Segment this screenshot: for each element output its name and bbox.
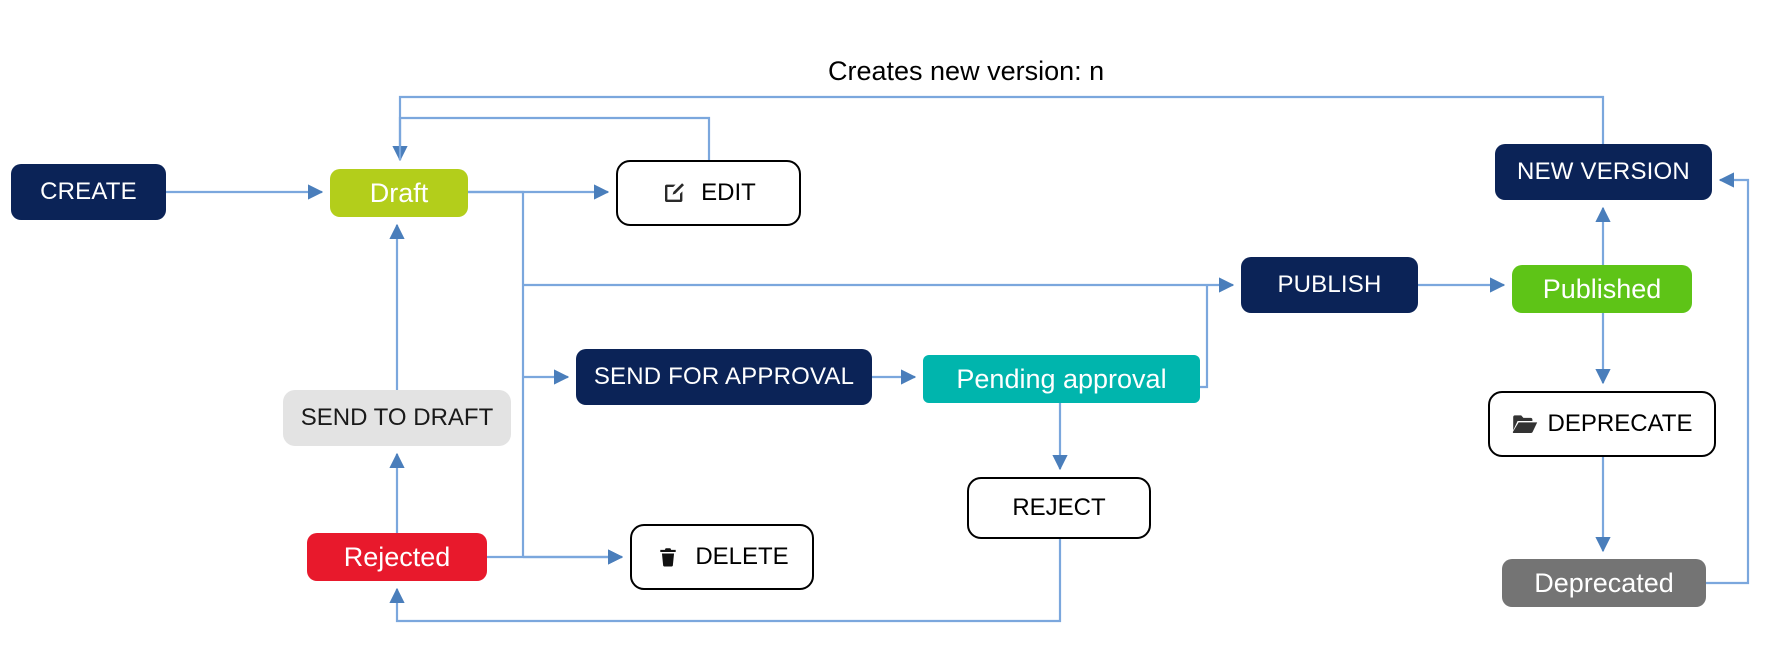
node-publish-label: PUBLISH — [1277, 271, 1382, 298]
node-rejected-label: Rejected — [343, 541, 451, 572]
node-deprecate[interactable]: DEPRECATE — [1488, 391, 1716, 457]
node-create-label: CREATE — [40, 178, 137, 205]
node-pending-approval-label: Pending approval — [956, 363, 1167, 394]
node-reject-label: REJECT — [1012, 494, 1106, 521]
edit-pencil-icon — [661, 180, 687, 206]
node-reject[interactable]: REJECT — [967, 477, 1151, 539]
node-new-version-label: NEW VERSION — [1517, 158, 1690, 185]
folder-open-icon — [1512, 411, 1538, 437]
node-send-for-approval[interactable]: SEND FOR APPROVAL — [576, 349, 872, 405]
node-draft-label: Draft — [369, 177, 429, 208]
node-send-to-draft-label: SEND TO DRAFT — [300, 404, 494, 431]
trash-icon — [655, 544, 681, 570]
edge-deprecated-to-new-version — [1706, 172, 1750, 585]
edge-edit-to-draft — [398, 116, 711, 160]
node-pending-approval[interactable]: Pending approval — [923, 355, 1200, 403]
node-delete[interactable]: DELETE — [630, 524, 814, 590]
node-send-to-draft[interactable]: SEND TO DRAFT — [283, 390, 511, 446]
node-send-for-approval-label: SEND FOR APPROVAL — [593, 363, 855, 390]
node-deprecated-label: Deprecated — [1534, 567, 1674, 598]
node-delete-label: DELETE — [695, 543, 789, 570]
node-published-label: Published — [1542, 273, 1662, 304]
edge-label-creates-new-version: Creates new version: n — [828, 56, 1105, 86]
node-edit-label: EDIT — [701, 179, 756, 206]
node-published[interactable]: Published — [1512, 265, 1692, 313]
edge-new-version-to-draft — [392, 95, 1605, 162]
node-deprecated[interactable]: Deprecated — [1502, 559, 1706, 607]
edge-reject-to-rejected — [389, 539, 1062, 623]
node-rejected[interactable]: Rejected — [307, 533, 487, 581]
node-deprecate-label: DEPRECATE — [1547, 410, 1693, 437]
node-publish[interactable]: PUBLISH — [1241, 257, 1418, 313]
node-new-version[interactable]: NEW VERSION — [1495, 144, 1712, 200]
node-draft[interactable]: Draft — [330, 169, 468, 217]
edge-pending-to-publish — [1200, 285, 1209, 389]
node-create[interactable]: CREATE — [11, 164, 166, 220]
edge-draft-trunk — [468, 190, 525, 557]
node-edit[interactable]: EDIT — [616, 160, 801, 226]
